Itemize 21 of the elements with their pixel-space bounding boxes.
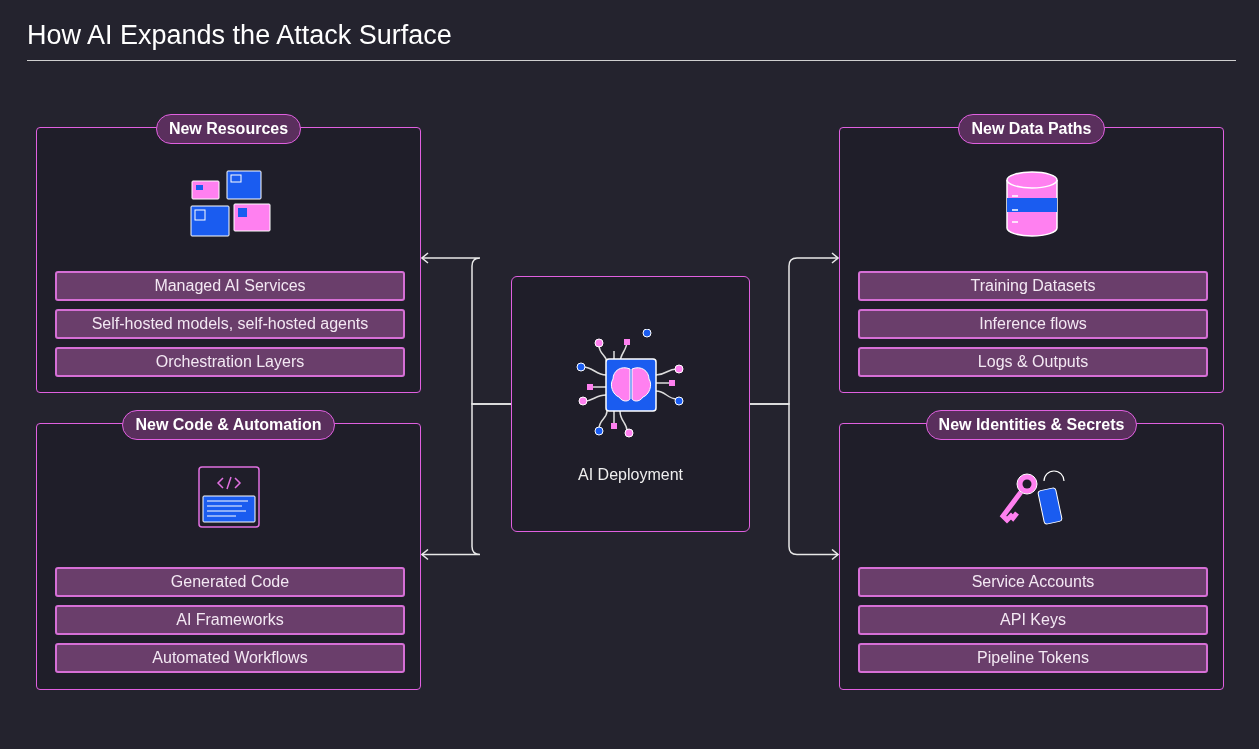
item-box: Pipeline Tokens	[858, 643, 1208, 673]
item-box: Logs & Outputs	[858, 347, 1208, 377]
heading-pill: New Code & Automation	[122, 410, 335, 440]
item-box: Inference flows	[858, 309, 1208, 339]
arrow	[749, 403, 839, 561]
arrow	[421, 403, 512, 561]
item-box: Generated Code	[55, 567, 405, 597]
item-box: Managed AI Services	[55, 271, 405, 301]
item-box: API Keys	[858, 605, 1208, 635]
heading-pill: New Data Paths	[958, 114, 1105, 144]
item-box: Orchestration Layers	[55, 347, 405, 377]
item-box: Training Datasets	[858, 271, 1208, 301]
title: How AI Expands the Attack Surface	[27, 19, 452, 52]
item-box: Self-hosted models, self-hosted agents	[55, 309, 405, 339]
heading-pill: New Resources	[155, 114, 302, 144]
item-box: AI Frameworks	[55, 605, 405, 635]
item-box: Service Accounts	[858, 567, 1208, 597]
deployment-box	[511, 276, 750, 532]
heading-pill: New Identities & Secrets	[925, 410, 1138, 440]
node-label: AI Deployment	[577, 465, 684, 485]
item-box: Automated Workflows	[55, 643, 405, 673]
